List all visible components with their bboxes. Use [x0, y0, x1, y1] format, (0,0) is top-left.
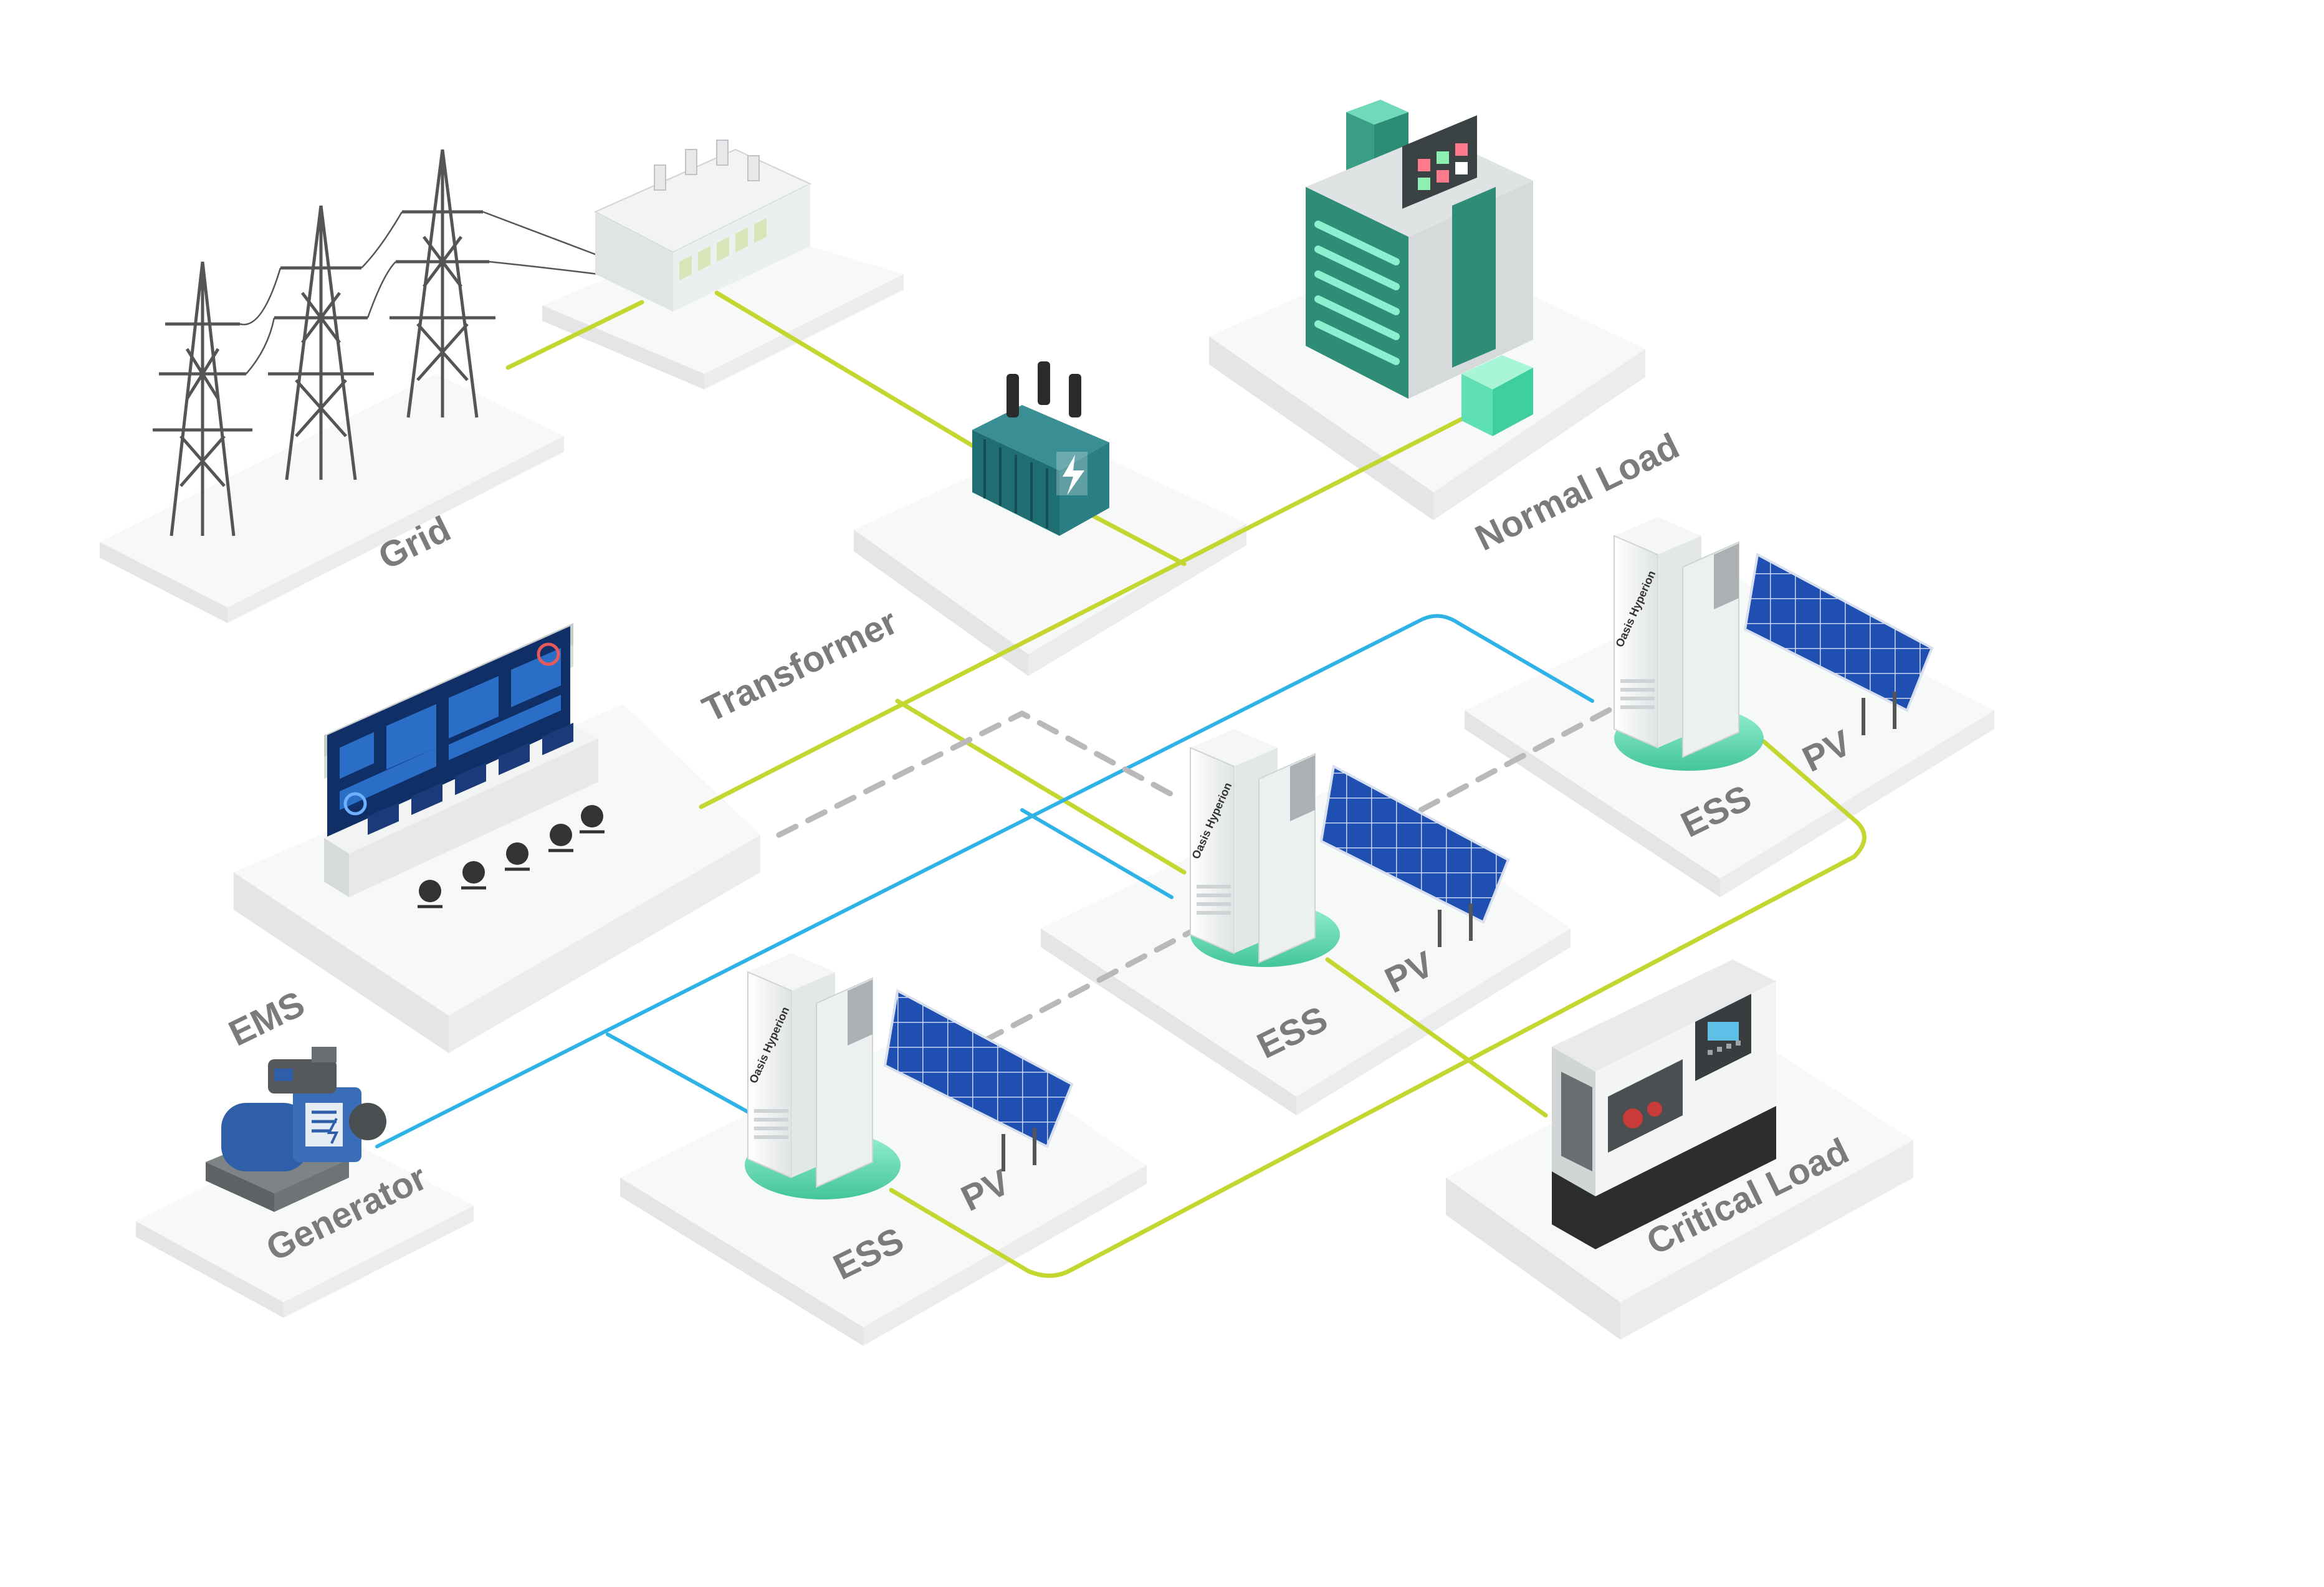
chair-icon	[418, 805, 605, 908]
comm-line-ess-middle-back	[1418, 701, 1623, 813]
dc-lines	[375, 614, 1594, 1148]
generator-icon	[206, 1047, 386, 1212]
comm-line-ems-ess	[776, 710, 1175, 838]
comm-lines	[776, 701, 1623, 1044]
label-transformer: Transformer	[696, 601, 904, 730]
dc-line-to-ess-middle	[1020, 808, 1174, 899]
grid-platform	[100, 374, 564, 623]
substation-icon	[593, 140, 812, 312]
transformer-platform	[854, 436, 1246, 676]
tower-1	[153, 261, 252, 536]
gauge-icon	[537, 642, 560, 666]
ac-lines	[505, 290, 1867, 1278]
ac-line-to-ess-middle	[895, 698, 1187, 875]
transformer-fin-icon	[983, 439, 1048, 528]
solar-panel-icon	[1743, 552, 1934, 735]
generator-platform	[136, 1128, 474, 1318]
tower-2	[268, 205, 374, 480]
building-window-icon	[1314, 221, 1400, 365]
cabinet-vent-icon	[1197, 885, 1231, 915]
machine-control-panel-icon	[1695, 994, 1751, 1081]
gauge-icon-2	[343, 792, 367, 816]
battery-cabinet-icon: Oasis Hyperion	[747, 953, 873, 1188]
machine-window-icon	[1608, 1059, 1683, 1153]
control-room-icon	[324, 623, 605, 908]
label-ems: EMS	[222, 983, 310, 1054]
ac-line-grid-substation	[505, 300, 644, 370]
comm-line-ess-front-middle	[982, 919, 1212, 1044]
ess-pv-group-middle: Oasis Hyperion	[1189, 729, 1510, 967]
cabinet-vent-icon	[754, 1109, 788, 1139]
ess-pv-group-front: Oasis Hyperion	[745, 953, 1074, 1199]
ems-platform	[234, 704, 760, 1053]
solar-panel-icon	[1319, 764, 1510, 947]
lightning-icon	[1056, 452, 1088, 495]
cnc-machine-icon	[1552, 960, 1776, 1249]
ac-line-ess-back-loop	[889, 739, 1867, 1278]
cabinet-vent-icon	[1620, 679, 1655, 709]
monitor-icon	[368, 723, 573, 835]
battery-cabinet-icon: Oasis Hyperion	[1613, 517, 1739, 758]
ac-line-substation-transformer	[714, 290, 975, 448]
tower-3	[390, 149, 495, 418]
connections	[375, 290, 1867, 1278]
dc-line-generator-bus	[375, 614, 1594, 1148]
ess-pv-group-back: Oasis Hyperion	[1613, 517, 1934, 771]
transformer-bushing-icon	[1007, 361, 1081, 417]
substation-insulator-icon	[654, 140, 760, 191]
status-panel-icon	[1402, 115, 1477, 209]
transmission-tower-icon	[153, 149, 599, 536]
transformer-icon	[972, 361, 1109, 536]
dc-line-to-ess-front	[606, 1032, 756, 1117]
generator-flywheel-icon	[349, 1103, 386, 1140]
dashboard-screen-icon	[340, 648, 561, 810]
generator-panel-icon	[305, 1103, 343, 1146]
substation-window-icon	[679, 218, 767, 280]
ac-line-normal-load	[699, 412, 1473, 809]
ac-line-ess-middle-critical	[1325, 957, 1548, 1118]
solar-panel-icon	[883, 988, 1074, 1171]
battery-cabinet-icon: Oasis Hyperion	[1189, 729, 1316, 964]
office-building-icon	[1306, 100, 1533, 436]
